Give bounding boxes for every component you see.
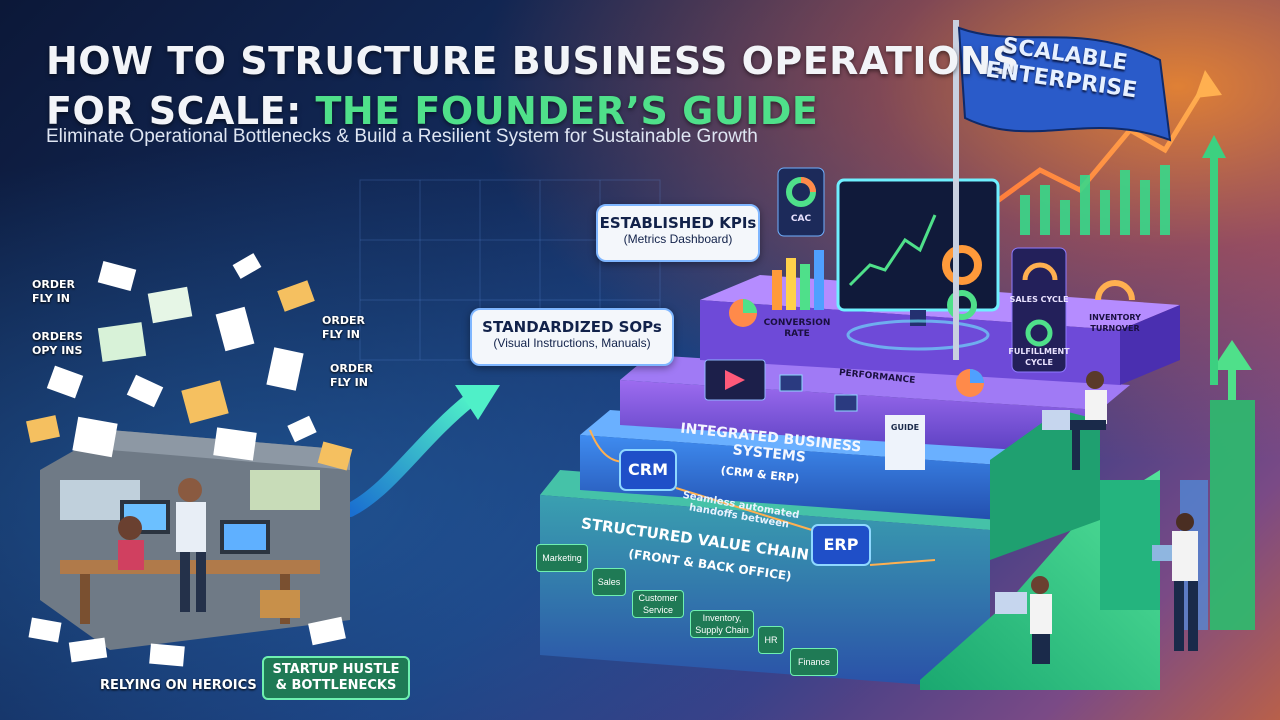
dept-hr: HR	[758, 626, 784, 654]
cac-label: CAC	[790, 214, 812, 224]
cac-card	[777, 167, 825, 237]
sop-screens	[704, 359, 925, 470]
chaotic-office	[40, 430, 350, 650]
kpi-bars	[772, 250, 824, 310]
chaos-label-2: ORDERS OPY INS	[32, 330, 83, 357]
growth-arrow-right	[983, 70, 1222, 213]
bg-bar-chart	[1020, 165, 1170, 235]
chaos-label-1: ORDER FLY IN	[32, 278, 75, 305]
erp-box	[811, 524, 871, 566]
sops-callout-title: STANDARDIZED SOPs	[482, 318, 662, 336]
kpis-callout-sub: (Metrics Dashboard)	[623, 232, 733, 246]
person-stairs-woman	[995, 576, 1052, 664]
title-line-2-prefix: FOR SCALE:	[46, 89, 316, 133]
sops-callout: STANDARDIZED SOPs (Visual Instructions, …	[470, 308, 674, 366]
inventory-turnover-label: INVENTORY TURNOVER	[1089, 313, 1141, 333]
heroics-label: RELYING ON HEROICS	[100, 678, 257, 693]
person-tablet-man	[1152, 513, 1198, 651]
chaos-label-3: ORDER FLY IN	[322, 314, 365, 341]
sales-cycle-label: SALES CYCLE	[1009, 295, 1069, 304]
crm-box	[619, 449, 677, 491]
fulfillment-cycle-label: FULFILLMENT CYCLE	[1008, 347, 1070, 367]
chaos-label-4: ORDER FLY IN	[330, 362, 373, 389]
title-line-1: HOW TO STRUCTURE BUSINESS OPERATIONS	[46, 39, 1020, 83]
erp-label: ERP	[823, 535, 859, 554]
dept-finance: Finance	[790, 648, 838, 676]
guide-label: GUIDE	[890, 423, 920, 432]
dept-customer-service: Customer Service	[632, 590, 684, 618]
flying-papers	[26, 253, 353, 667]
kpis-callout-title: ESTABLISHED KPIs	[599, 214, 757, 232]
kpis-callout: ESTABLISHED KPIs (Metrics Dashboard)	[596, 204, 760, 262]
inventory-gauge	[1095, 280, 1135, 301]
sops-callout-sub: (Visual Instructions, Manuals)	[493, 336, 651, 350]
conversion-rate-label: CONVERSION RATE	[763, 318, 831, 339]
dept-inventory: Inventory, Supply Chain	[690, 610, 754, 638]
startup-hustle-badge: STARTUP HUSTLE & BOTTLENECKS	[262, 656, 410, 700]
crm-label: CRM	[628, 460, 668, 479]
flag	[953, 20, 1172, 360]
progress-arrow-left	[343, 385, 500, 517]
page-title: HOW TO STRUCTURE BUSINESS OPERATIONS FOR…	[46, 36, 1020, 136]
title-accent: THE FOUNDER’S GUIDE	[315, 89, 819, 133]
dept-marketing: Marketing	[536, 544, 588, 572]
dept-sales: Sales	[592, 568, 626, 596]
gauge-card	[1011, 247, 1067, 373]
page-subtitle: Eliminate Operational Bottlenecks & Buil…	[46, 126, 758, 147]
person-laptop-top	[1042, 371, 1107, 470]
